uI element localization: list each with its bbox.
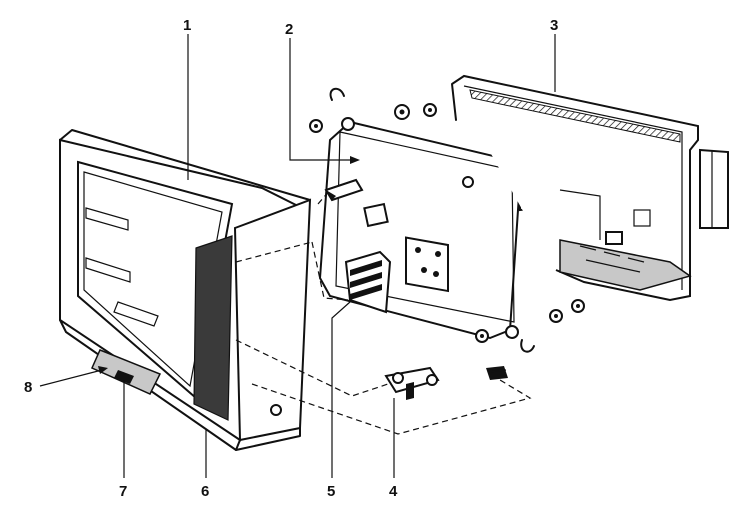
callout-3: 3 <box>550 17 558 34</box>
callout-7: 7 <box>119 483 127 500</box>
bracket <box>344 250 392 314</box>
callout-labels: 1 2 3 4 5 6 7 8 <box>24 17 558 500</box>
hardware-part <box>384 366 508 400</box>
callout-2: 2 <box>285 21 293 38</box>
front-cabinet <box>59 129 312 451</box>
callout-1: 1 <box>183 17 191 34</box>
leader-lines <box>39 34 556 478</box>
callout-6: 6 <box>201 483 209 500</box>
rear-cabinet <box>451 74 729 302</box>
assembly-lines <box>235 189 532 435</box>
callout-8: 8 <box>24 379 32 396</box>
callout-4: 4 <box>389 483 398 500</box>
callout-5: 5 <box>327 483 335 500</box>
